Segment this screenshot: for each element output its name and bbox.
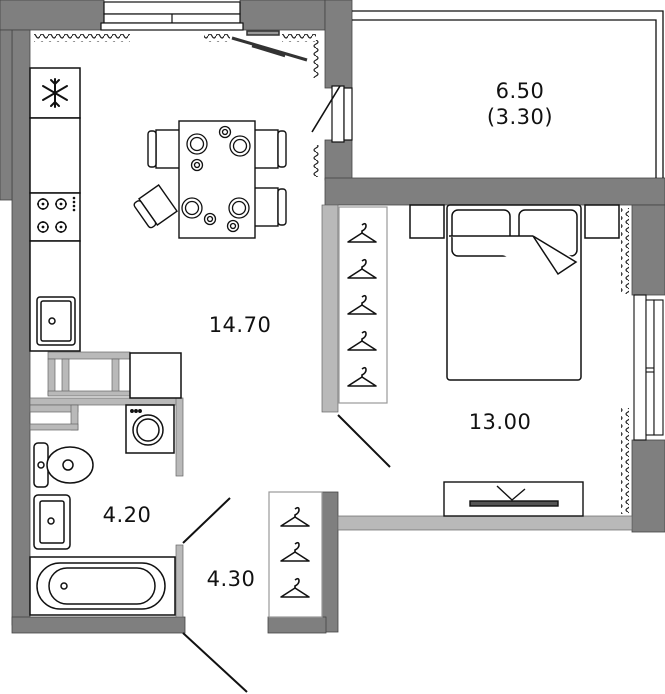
window-top <box>100 1 244 31</box>
dining-table <box>133 120 287 239</box>
balcony-door <box>311 85 353 143</box>
exterior-walls <box>0 0 665 634</box>
toilet-icon <box>33 442 94 488</box>
area-kitchen-living: 14.70 <box>208 313 272 337</box>
wardrobe-hallway <box>268 491 323 618</box>
bathtub-icon <box>29 556 176 616</box>
double-bed <box>409 204 620 381</box>
bathroom-sink-icon <box>33 494 71 550</box>
wardrobe-bedroom <box>338 206 388 404</box>
area-hallway: 4.30 <box>206 567 256 591</box>
tv-stand <box>443 481 584 517</box>
washing-machine-icon <box>125 404 175 454</box>
kitchen-cabinet <box>129 352 182 399</box>
air-conditioner <box>231 30 308 62</box>
kitchen-sink-icon <box>36 296 76 346</box>
interior-partitions <box>29 204 633 618</box>
area-bedroom: 13.00 <box>468 410 532 434</box>
cooktop-icon <box>36 196 76 234</box>
refrigerator-icon <box>42 78 68 108</box>
door-swings <box>182 414 391 693</box>
balcony-area: 6.50 <box>495 79 545 103</box>
area-balcony: 6.50 (3.30) <box>470 78 570 131</box>
area-bathroom: 4.20 <box>102 503 152 527</box>
balcony-area-reduced: (3.30) <box>486 105 554 130</box>
balcony-outline <box>352 10 664 178</box>
kitchen-counter <box>29 67 81 352</box>
curtains <box>34 34 629 514</box>
window-bedroom <box>633 294 664 441</box>
